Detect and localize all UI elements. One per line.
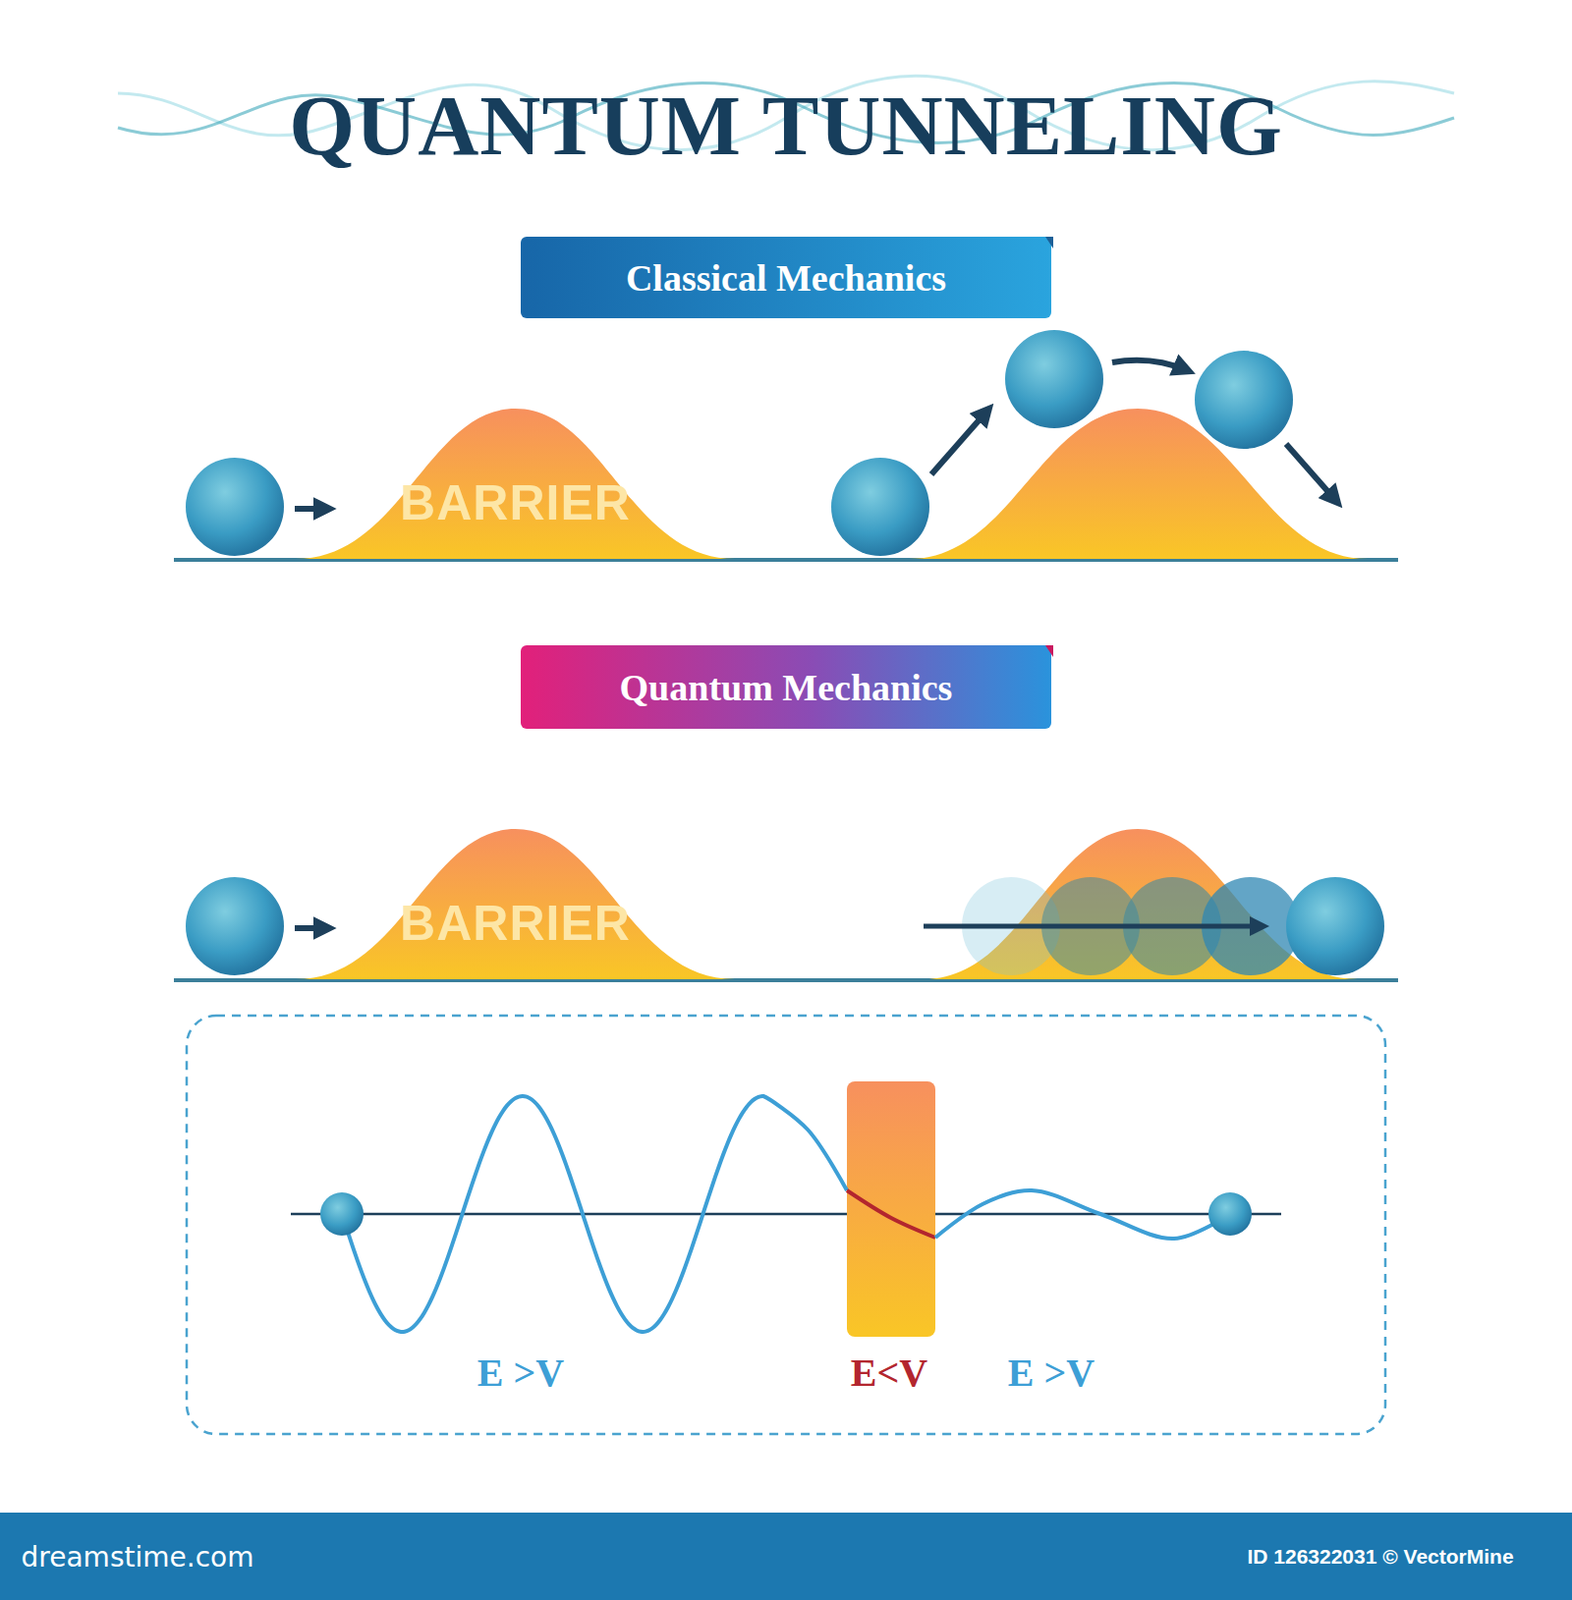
barrier-shape: BARRIER — [295, 408, 735, 560]
barrier-hump — [908, 408, 1368, 560]
motion-arrow — [1112, 360, 1187, 371]
watermark: dreamstime.com — [21, 1541, 255, 1574]
particle-ball — [1194, 350, 1293, 450]
motion-arrow — [294, 505, 328, 512]
barrier-label: BARRIER — [399, 895, 631, 953]
banner-fold — [1031, 226, 1054, 249]
particle-ball — [1005, 330, 1104, 429]
motion-arrow — [931, 410, 988, 475]
wave-incident — [341, 1096, 847, 1333]
section-banner: Quantum Mechanics — [520, 645, 1052, 730]
footer-bar — [0, 1513, 1572, 1600]
motion-arrow — [923, 924, 1262, 930]
watermark: ID 126322031 © VectorMine — [1246, 1545, 1514, 1570]
particle-ball — [831, 457, 930, 557]
banner-fold — [1031, 635, 1054, 658]
title: QUANTUM TUNNELING — [288, 76, 1284, 175]
particle-dot — [1208, 1192, 1252, 1236]
dashed-frame — [186, 1015, 1386, 1435]
energy-label: E >V — [477, 1349, 564, 1397]
wave-transmitted — [935, 1190, 1231, 1239]
barrier-shape: BARRIER — [295, 829, 735, 980]
motion-arrow — [294, 925, 328, 932]
energy-label: E<V — [850, 1349, 928, 1397]
axis-line — [290, 1213, 1282, 1217]
motion-arrow — [1286, 444, 1337, 502]
banner-text: Quantum Mechanics — [619, 666, 954, 710]
particle-dot — [320, 1192, 364, 1236]
potential-barrier — [846, 1081, 936, 1338]
barrier-label: BARRIER — [399, 474, 631, 532]
wave-decay — [846, 1190, 936, 1238]
particle-ball — [185, 877, 284, 976]
banner-text: Classical Mechanics — [625, 256, 947, 300]
energy-label: E >V — [1008, 1349, 1095, 1397]
particle-ball — [185, 457, 284, 557]
section-banner: Classical Mechanics — [520, 236, 1052, 319]
